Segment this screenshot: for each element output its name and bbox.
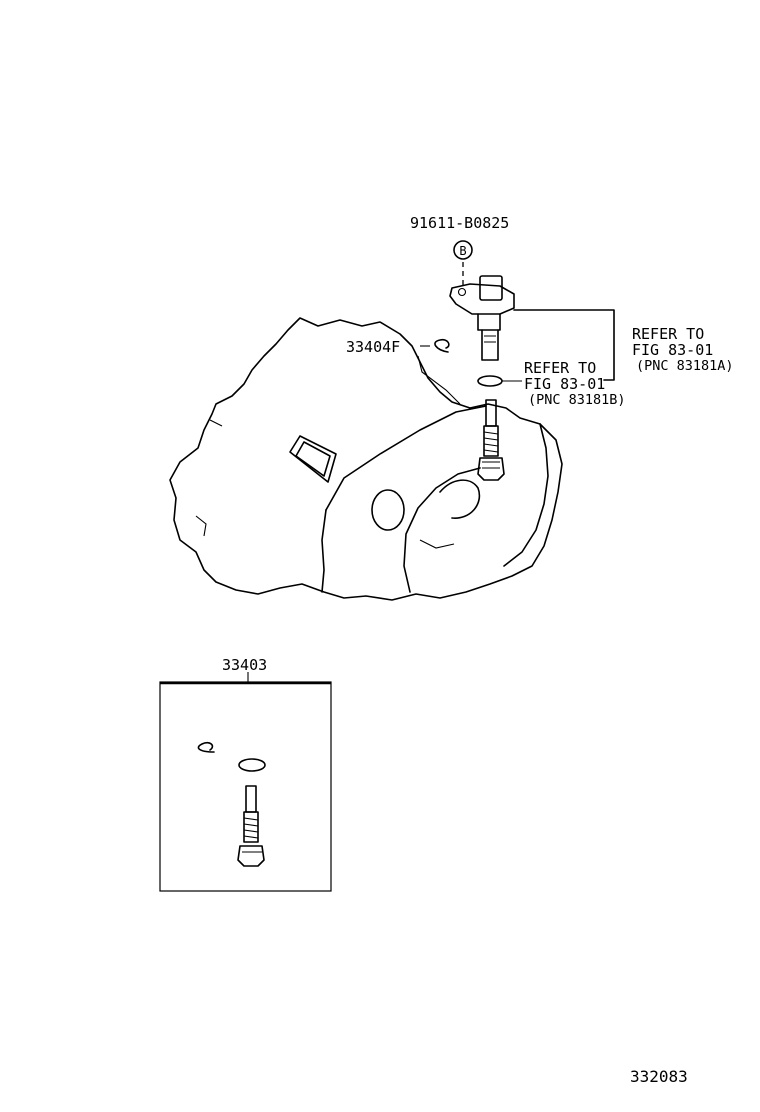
clip-housing-leader [417,355,461,405]
o-ring [477,375,503,387]
speed-sensor [449,275,515,361]
oring-ref-line3: (PNC 83181B) [528,392,626,408]
kit-gear-shaft [237,785,265,867]
bolt-marker-circle [453,240,473,260]
kit-clip [197,741,215,753]
figure-number: 332083 [630,1067,688,1086]
clip [434,338,450,353]
oring-ref-line2: FIG 83-01 [524,375,605,393]
sensor-ref-line3: (PNC 83181A) [636,358,734,374]
driven-gear-shaft [477,399,505,481]
sensor-ref-bracket [513,309,615,381]
kit-part-number: 33403 [222,656,267,674]
kit-o-ring [238,758,266,772]
clip-part-number: 33404F [346,338,400,356]
sensor-ref-line1: REFER TO [632,325,704,343]
oring-ref-line1: REFER TO [524,359,596,377]
sensor-ref-line2: FIG 83-01 [632,341,713,359]
bolt-part-number: 91611-B0825 [410,214,509,232]
transmission-housing [169,317,563,601]
bolt-marker-letter: B [459,244,466,258]
kit-box [159,672,332,892]
